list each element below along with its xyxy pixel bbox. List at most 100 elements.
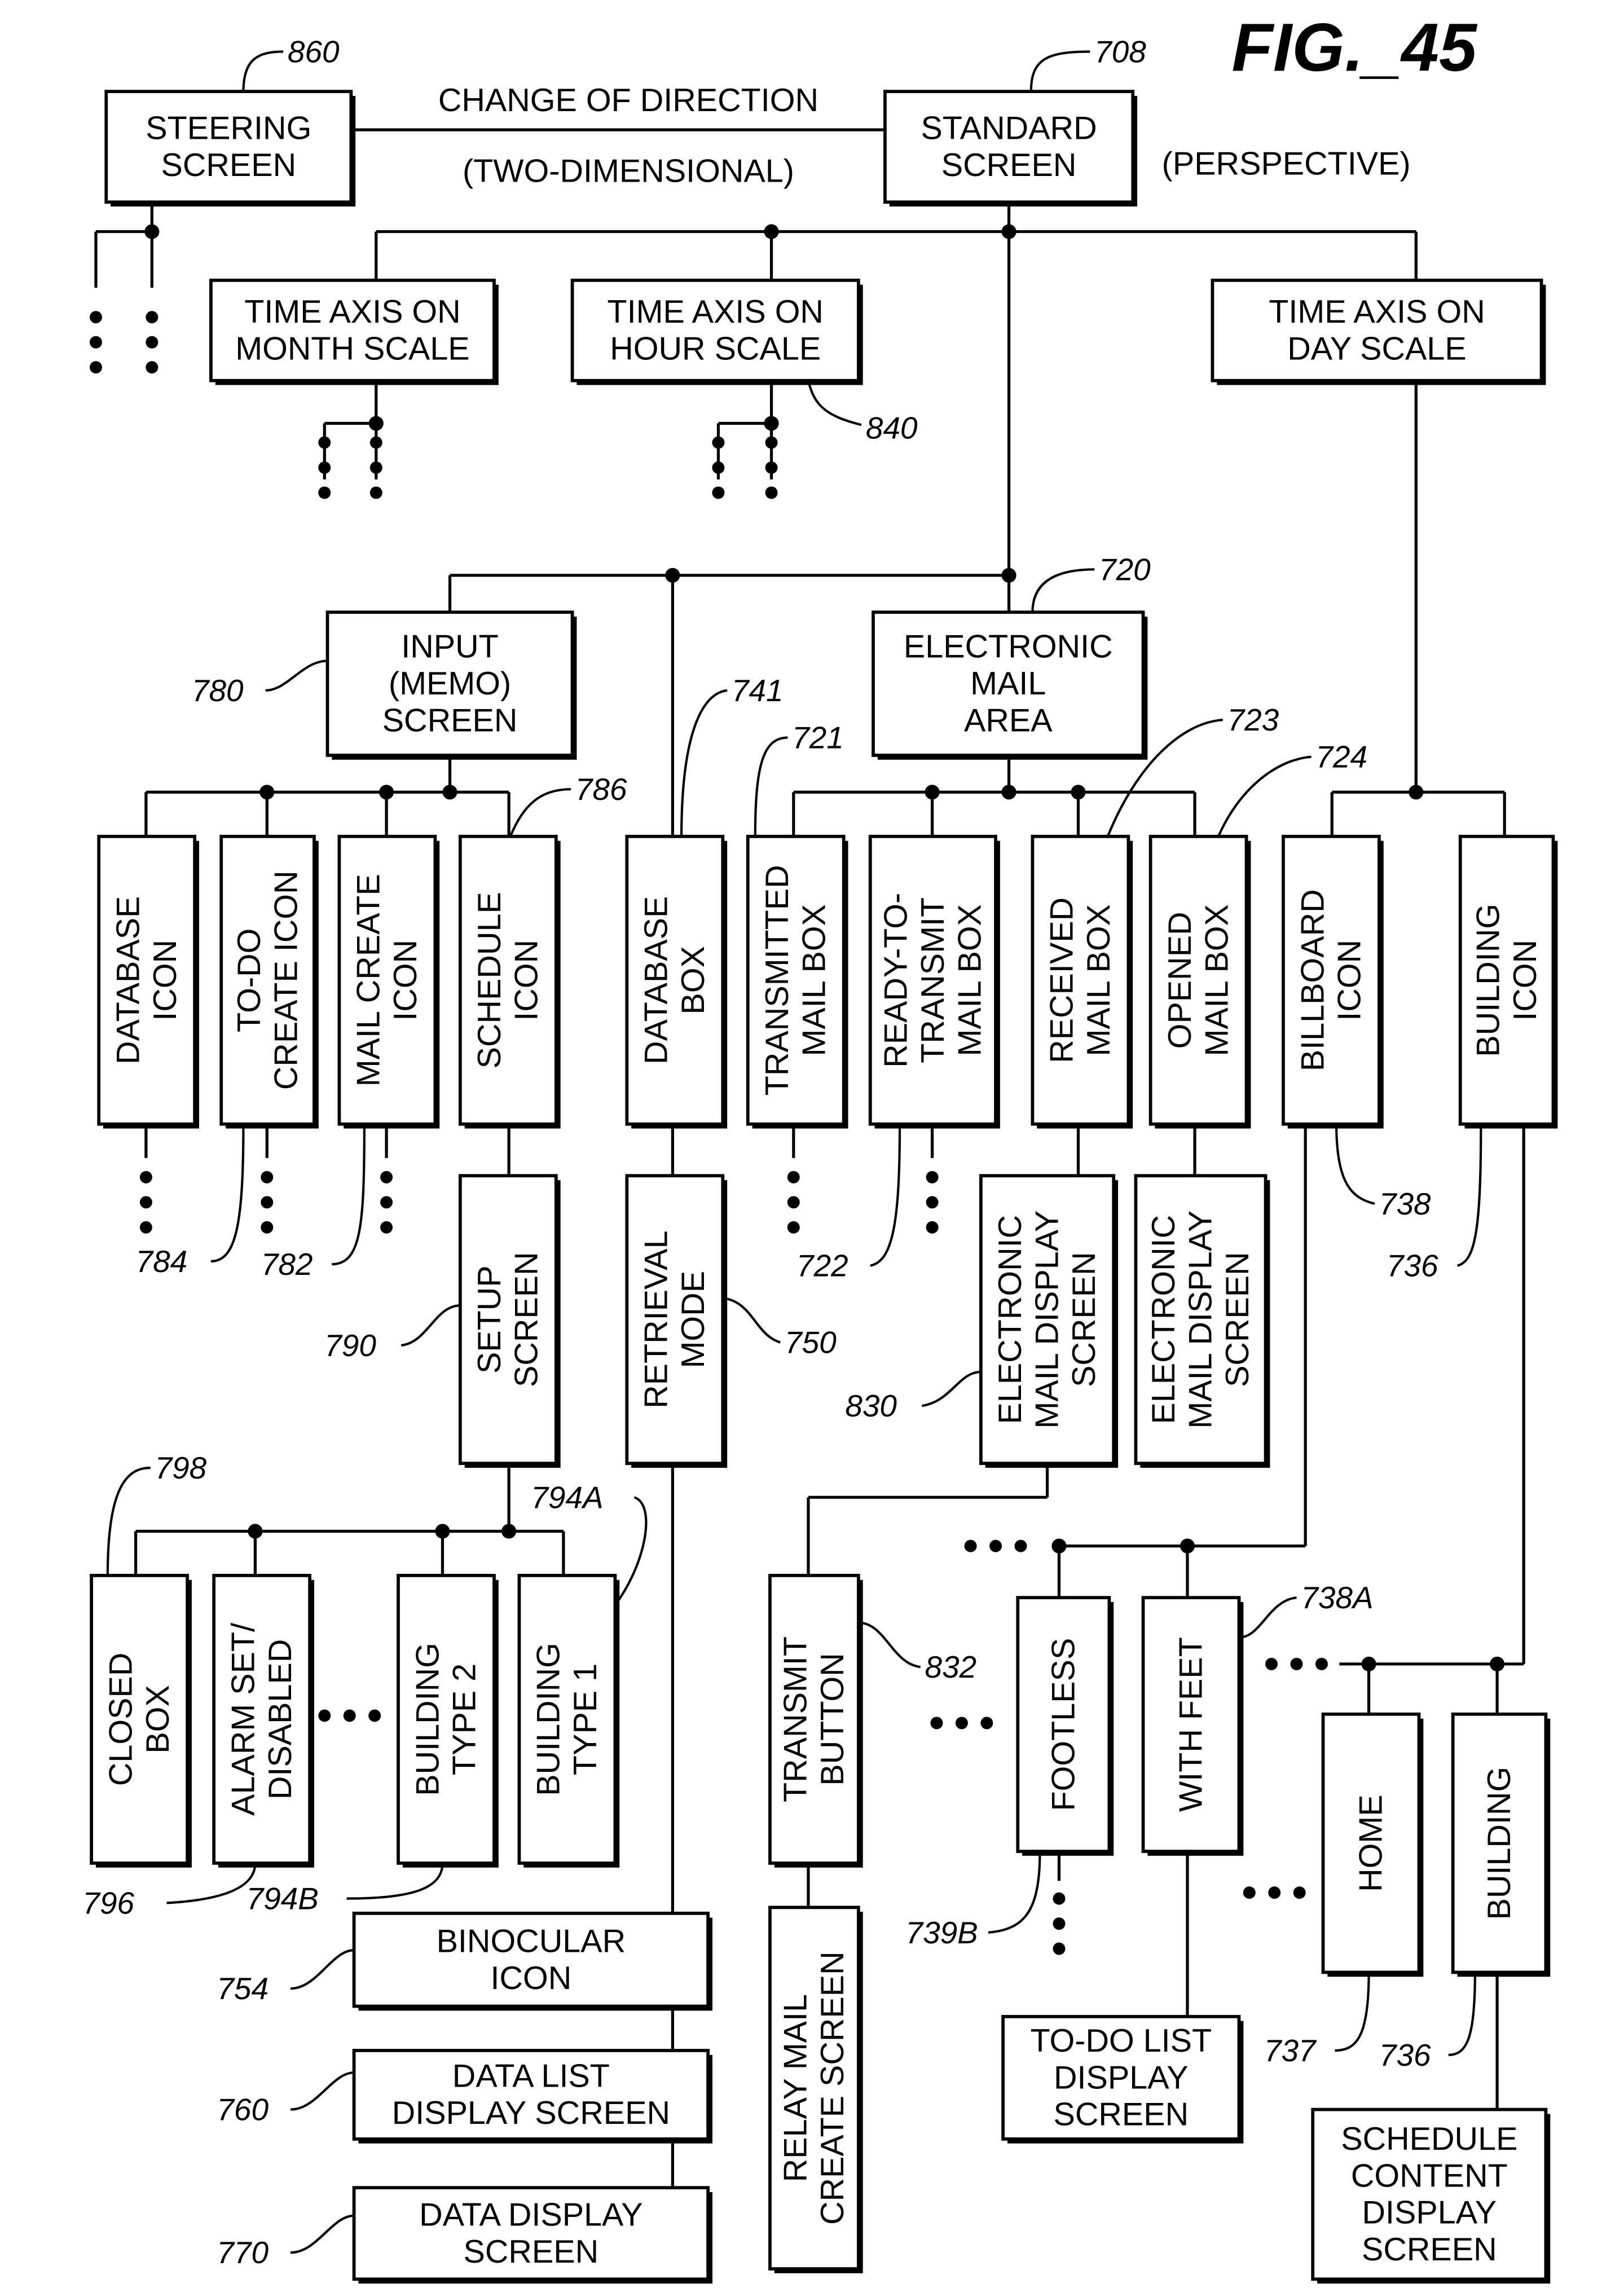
ellipsis-dot	[140, 1171, 152, 1183]
box-label-line: OPENED	[1162, 912, 1198, 1049]
database-icon-box: DATABASEICON	[99, 837, 199, 1129]
box-label-line: BOX	[140, 1685, 176, 1753]
box-label-line: FOOTLESS	[1045, 1638, 1081, 1811]
box-label-line: SCREEN	[464, 2234, 599, 2270]
box-label-line: ELECTRONIC	[904, 629, 1113, 665]
reference-numeral: 736	[1379, 2038, 1431, 2073]
box-label-line: TIME AXIS ON	[607, 294, 824, 330]
box-label-line: TIME AXIS ON	[244, 294, 461, 330]
box-label-line: SCHEDULE	[1341, 2121, 1517, 2157]
alarm-set-disabled-box: ALARM SET/DISABLED	[214, 1576, 314, 1868]
reference-numeral: 737	[1264, 2033, 1317, 2068]
leader-line	[808, 381, 861, 425]
box-label-line: TO-DO LIST	[1030, 2023, 1212, 2059]
ellipsis-dot	[318, 486, 331, 499]
reference-numeral: 790	[324, 1328, 376, 1363]
reference-numeral: 794A	[531, 1480, 603, 1515]
box-label-line: TYPE 2	[447, 1664, 483, 1775]
box-label-line: DISPLAY SCREEN	[392, 2095, 670, 2131]
box-label-line: DISPLAY	[1362, 2195, 1497, 2231]
box-label-line: CREATE ICON	[268, 870, 304, 1090]
box-label-line: ALARM SET/	[225, 1623, 261, 1816]
reference-numeral: 738A	[1301, 1580, 1373, 1615]
box-label-line: DATA LIST	[452, 2058, 610, 2095]
leader-line	[1239, 1598, 1297, 1638]
ellipsis-dot	[261, 1196, 273, 1208]
schedule-content-display-screen-box: SCHEDULECONTENTDISPLAYSCREEN	[1313, 2110, 1550, 2284]
binocular-icon-box: BINOCULARICON	[354, 1913, 712, 2011]
leader-line	[859, 1623, 921, 1667]
received-mail-box-box: RECEIVEDMAIL BOX	[1032, 837, 1133, 1129]
box-label-line: BUILDING	[531, 1643, 567, 1796]
ellipsis-dot	[146, 361, 158, 373]
change-of-direction-label: CHANGE OF DIRECTION	[438, 82, 818, 118]
building-box: BUILDING	[1453, 1714, 1551, 1977]
box-label-line: AREA	[964, 702, 1053, 738]
ellipsis-dot	[1268, 1886, 1280, 1899]
box-label-line: MAIL BOX	[796, 904, 832, 1057]
reference-numeral: 724	[1315, 740, 1367, 775]
leader-line	[347, 1863, 443, 1899]
box-label-line: DATABASE	[110, 896, 146, 1064]
reference-numeral: 750	[785, 1325, 837, 1360]
ellipsis-dot	[370, 486, 382, 499]
box-label-line: STANDARD	[921, 111, 1097, 147]
box-label-line: HOUR SCALE	[610, 331, 821, 367]
ellipsis-dot	[989, 1540, 1002, 1552]
reference-numeral: 794B	[247, 1881, 319, 1916]
junction-dot	[764, 224, 779, 239]
ellipsis-dot	[787, 1221, 800, 1234]
two-dimensional-label: (TWO-DIMENSIONAL)	[463, 153, 794, 189]
ellipsis-dot	[344, 1709, 356, 1722]
ellipsis-dot	[926, 1196, 939, 1208]
box-label-line: MAIL BOX	[1081, 904, 1117, 1057]
box-label-line: CLOSED	[103, 1653, 139, 1787]
junction-dot	[1071, 785, 1085, 799]
reference-numeral: 739B	[906, 1915, 978, 1950]
ellipsis-dot	[712, 437, 724, 449]
transmit-button-box: TRANSMITBUTTON	[770, 1576, 863, 1868]
box-label-line: MAIL CREATE	[351, 874, 387, 1086]
box-label-line: MODE	[675, 1271, 711, 1369]
junction-dot	[1002, 224, 1016, 239]
setup-screen-box: SETUPSCREEN	[460, 1176, 561, 1468]
ellipsis-dot	[765, 486, 778, 499]
ellipsis-dot	[787, 1196, 800, 1208]
box-label-line: BUILDING	[410, 1643, 446, 1796]
ellipsis-dot	[765, 437, 778, 449]
perspective-label: (PERSPECTIVE)	[1162, 146, 1411, 182]
ellipsis-dot	[926, 1221, 939, 1234]
box-label-line: SCHEDULE	[472, 892, 508, 1068]
box-label-line: BOX	[675, 946, 711, 1014]
ellipsis-dot	[1053, 1917, 1066, 1930]
junction-dot	[1002, 785, 1016, 799]
ellipsis-dot	[956, 1717, 968, 1729]
leader-line	[332, 1124, 364, 1264]
box-label-line: BILLBOARD	[1295, 889, 1331, 1071]
time-axis-month-box: TIME AXIS ONMONTH SCALE	[211, 280, 499, 385]
reference-numeral: 723	[1227, 702, 1279, 737]
ellipsis-dot	[140, 1196, 152, 1208]
em-display-screen-1-box: ELECTRONICMAIL DISPLAYSCREEN	[981, 1176, 1118, 1468]
junction-dot	[1490, 1657, 1504, 1671]
reference-numeral: 860	[288, 34, 340, 69]
connector-lines	[96, 130, 1524, 2188]
ellipsis-dot	[380, 1171, 393, 1183]
ellipsis-dot	[965, 1540, 977, 1552]
reference-numeral: 780	[192, 673, 244, 708]
junction-dot	[435, 1524, 450, 1538]
with-feet-box: WITH FEET	[1143, 1598, 1244, 1856]
reference-numeral: 770	[217, 2235, 269, 2270]
leader-line	[1218, 757, 1311, 837]
ellipsis-dot	[980, 1717, 993, 1729]
reference-numeral: 722	[796, 1248, 848, 1283]
box-label-line: ICON	[1507, 940, 1543, 1021]
database-box-box: DATABASEBOX	[627, 837, 727, 1129]
ellipsis-dot	[1315, 1658, 1328, 1670]
schedule-icon-box: SCHEDULEICON	[460, 837, 561, 1129]
box-label-line: SCREEN	[382, 702, 518, 738]
ellipsis-dot	[1015, 1540, 1027, 1552]
leader-line	[723, 1298, 780, 1342]
ellipsis-dot	[146, 336, 158, 349]
box-label-line: MAIL BOX	[952, 904, 988, 1057]
